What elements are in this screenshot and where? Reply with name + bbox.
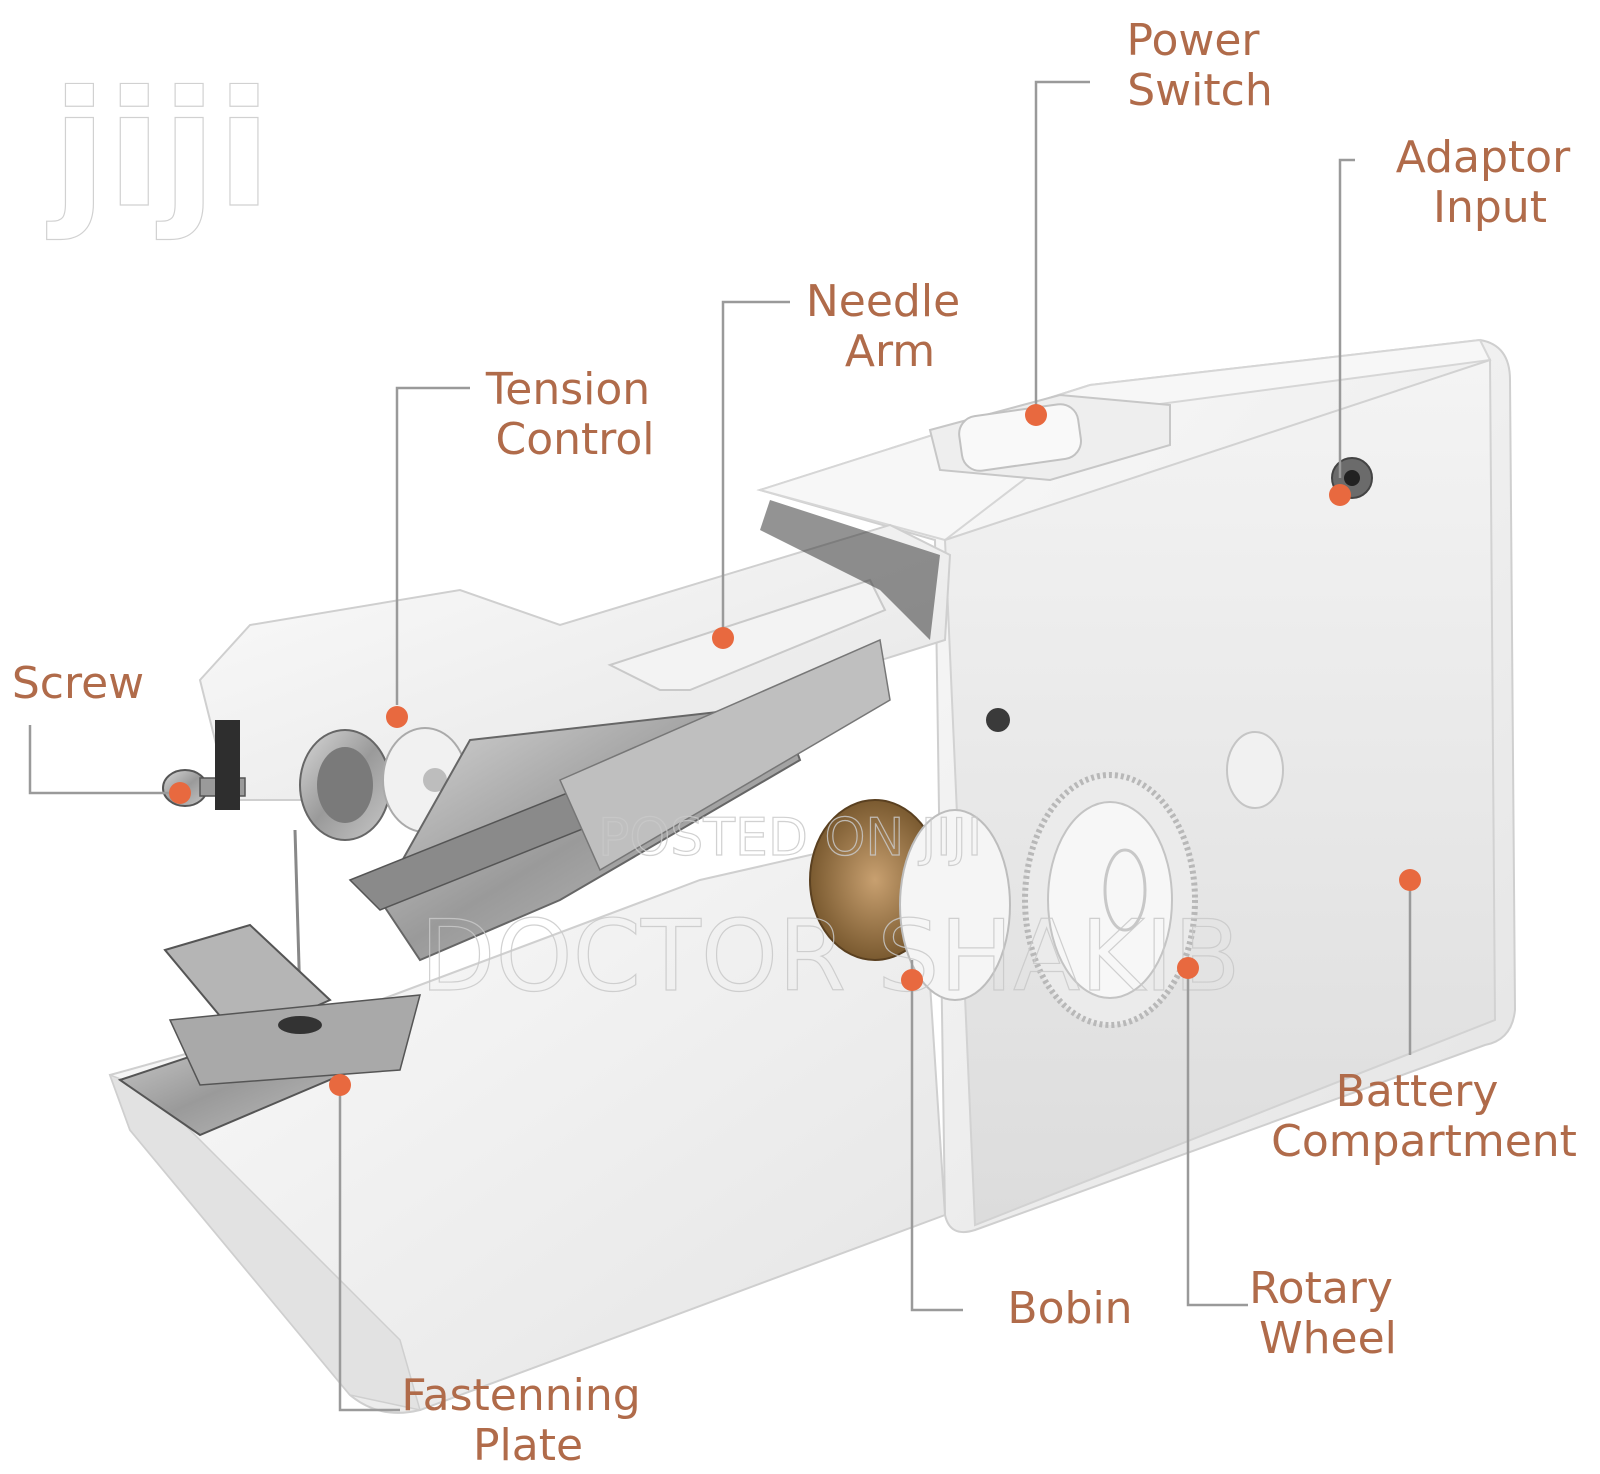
label-screw: Screw bbox=[12, 658, 144, 709]
fastening-plate-shape bbox=[117, 923, 422, 1137]
needle-arm-marker bbox=[712, 627, 734, 649]
label-bobin: Bobin bbox=[1007, 1283, 1132, 1334]
rotary-wheel-marker bbox=[1177, 957, 1199, 979]
label-rotary-wheel: Rotary Wheel bbox=[1249, 1263, 1407, 1364]
leader-lines bbox=[28, 80, 1412, 1412]
screw-marker bbox=[169, 782, 191, 804]
battery-compartment-marker bbox=[1399, 869, 1421, 891]
tension-control-shape bbox=[299, 727, 468, 841]
label-adaptor-input: Adaptor Input bbox=[1396, 132, 1584, 233]
label-tension-control: Tension Control bbox=[485, 364, 664, 465]
power-switch-shape bbox=[928, 393, 1171, 482]
label-fastenning-plate: Fastenning Plate bbox=[401, 1370, 654, 1471]
bobbin-shape bbox=[809, 799, 1011, 1001]
bobin-marker bbox=[901, 969, 923, 991]
watermark-logo: jiji bbox=[45, 55, 272, 243]
callout-labels: Power Switch Adaptor Input Needle Arm Te… bbox=[12, 15, 1584, 1471]
fastenning-plate-marker bbox=[329, 1074, 351, 1096]
svg-text:DOCTOR SHAKIB: DOCTOR SHAKIB bbox=[420, 900, 1241, 1014]
sewing-machine-illustration bbox=[108, 338, 1517, 1414]
callout-dots bbox=[169, 404, 1421, 1096]
svg-text:jiji: jiji bbox=[46, 56, 271, 243]
label-battery-compartment: Battery Compartment bbox=[1271, 1066, 1577, 1167]
rotary-wheel-shape bbox=[1022, 772, 1198, 1028]
label-power-switch: Power Switch bbox=[1126, 15, 1273, 116]
svg-text:POSTED ON JIJI: POSTED ON JIJI bbox=[598, 808, 982, 868]
tension-control-marker bbox=[386, 706, 408, 728]
watermark-overlay: POSTED ON JIJI DOCTOR SHAKIB bbox=[419, 807, 1241, 1014]
power-switch-marker bbox=[1025, 404, 1047, 426]
label-needle-arm: Needle Arm bbox=[806, 276, 974, 377]
adaptor-input-marker bbox=[1329, 484, 1351, 506]
